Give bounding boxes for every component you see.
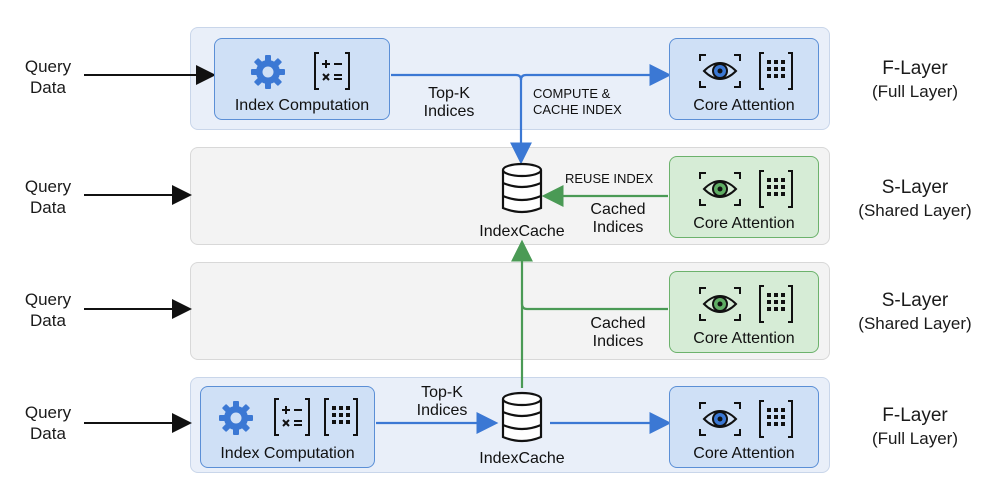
topk-arrow-top xyxy=(391,73,523,81)
database-icon xyxy=(501,162,543,214)
index-computation-box-top: Index Computation xyxy=(214,38,390,120)
reuse-arrow-2 xyxy=(511,239,668,311)
index-cache-label-1: IndexCache xyxy=(479,223,565,240)
core-attention-box-top: Core Attention xyxy=(669,38,819,120)
core-attention-box-bottom: Core Attention xyxy=(669,386,819,468)
grid-matrix-icon xyxy=(759,52,793,90)
index-computation-label: Index Computation xyxy=(220,445,355,462)
compute-arrow-top xyxy=(519,64,672,86)
eye-icon xyxy=(699,287,741,321)
eye-icon xyxy=(699,402,741,436)
core-attention-label: Core Attention xyxy=(693,445,795,462)
grid-matrix-icon xyxy=(324,398,358,436)
layer-name-1: F-Layer(Full Layer) xyxy=(872,58,958,101)
database-icon xyxy=(501,391,543,443)
grid-matrix-icon xyxy=(759,170,793,208)
grid-matrix-icon xyxy=(759,285,793,323)
grid-matrix-icon xyxy=(759,400,793,438)
gear-icon xyxy=(219,401,253,435)
core-attention-label: Core Attention xyxy=(693,330,795,347)
core-attention-label: Core Attention xyxy=(693,215,795,232)
core-attention-label: Core Attention xyxy=(693,97,795,114)
layer-name-4: F-Layer(Full Layer) xyxy=(872,405,958,448)
index-computation-label: Index Computation xyxy=(234,97,370,114)
eye-icon xyxy=(699,172,741,206)
math-operators-icon xyxy=(314,52,350,90)
layer-name-3: S-Layer(Shared Layer) xyxy=(858,290,972,333)
index-computation-box-bottom: Index Computation xyxy=(200,386,375,468)
gear-icon xyxy=(251,55,285,89)
index-cache-label-2: IndexCache xyxy=(479,450,565,467)
core-attention-box-s1: Core Attention xyxy=(669,156,819,238)
compute-cache-index-label: COMPUTE &CACHE INDEX xyxy=(533,86,622,117)
math-operators-icon xyxy=(274,398,310,436)
layer-name-2: S-Layer(Shared Layer) xyxy=(858,177,972,220)
core-attention-box-s2: Core Attention xyxy=(669,271,819,353)
reuse-index-label: REUSE INDEX xyxy=(565,171,654,186)
eye-icon xyxy=(699,54,741,88)
